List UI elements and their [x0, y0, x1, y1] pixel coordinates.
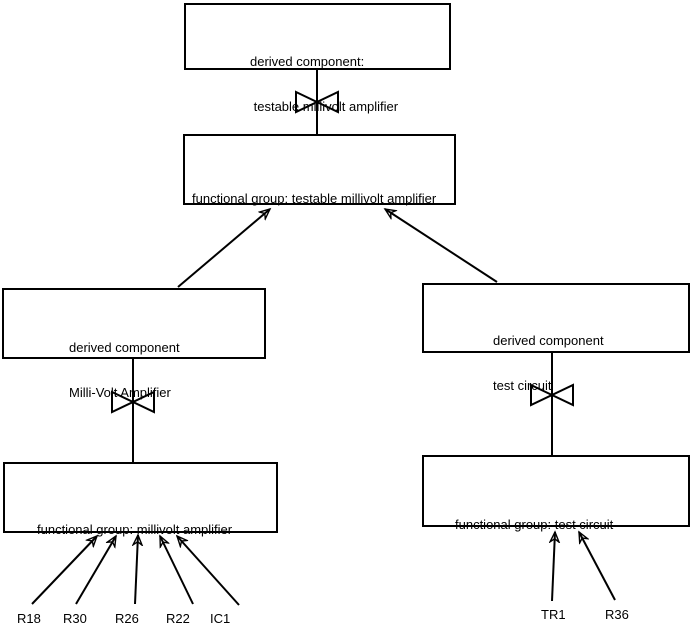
component-label-ic1: IC1: [210, 611, 231, 626]
component-label-tr1: TR1: [541, 607, 566, 622]
arrow-dc-mva-to-fg-testable: [177, 209, 270, 288]
arrow-r26-to-fg-mva: [135, 535, 138, 605]
box-derived-component-milli-volt-amplifier: derived component Milli-Volt Amplifier: [2, 288, 266, 400]
box-derived-component-testable-millivolt-amplifier: derived component: testable millivolt am…: [184, 3, 451, 114]
component-label-r36: R36: [605, 607, 629, 622]
box-text-line: functional group: millivolt amplifier: [37, 522, 233, 537]
arrow-ic1-to-fg-mva: [177, 536, 240, 606]
arrow-r18-to-fg-mva: [31, 536, 97, 605]
arrow-dc-test-to-fg-testable: [385, 209, 498, 283]
box-text-line: test circuit: [493, 378, 552, 393]
box-text-line: derived component: [493, 333, 604, 348]
box-functional-group-testable-millivolt-amplifier: functional group: testable millivolt amp…: [183, 134, 456, 206]
box-functional-group-test-circuit: functional group: test circuit: [422, 455, 690, 532]
arrow-r36-to-fg-test: [578, 532, 616, 601]
bowtie-connector-icon: [530, 383, 574, 407]
component-label-r26: R26: [115, 611, 139, 626]
component-label-r30: R30: [63, 611, 87, 626]
component-label-r22: R22: [166, 611, 190, 626]
box-text-line: derived component:: [250, 54, 365, 69]
arrow-tr1-to-fg-test: [552, 532, 555, 602]
box-text-line: Milli-Volt Amplifier: [69, 385, 171, 400]
arrow-r30-to-fg-mva: [75, 536, 116, 605]
bowtie-connector-icon: [295, 90, 339, 114]
arrow-r22-to-fg-mva: [159, 536, 194, 605]
box-text-line: functional group: testable millivolt amp…: [192, 191, 437, 206]
bowtie-connector-icon: [111, 390, 155, 414]
box-text-line: functional group: test circuit: [455, 517, 614, 532]
box-text-line: derived component: [69, 340, 180, 355]
box-functional-group-millivolt-amplifier: functional group: millivolt amplifier: [3, 462, 278, 537]
box-text-line: testable millivolt amplifier: [250, 99, 399, 114]
box-derived-component-test-circuit: derived component test circuit: [422, 283, 690, 393]
component-label-r18: R18: [17, 611, 41, 626]
